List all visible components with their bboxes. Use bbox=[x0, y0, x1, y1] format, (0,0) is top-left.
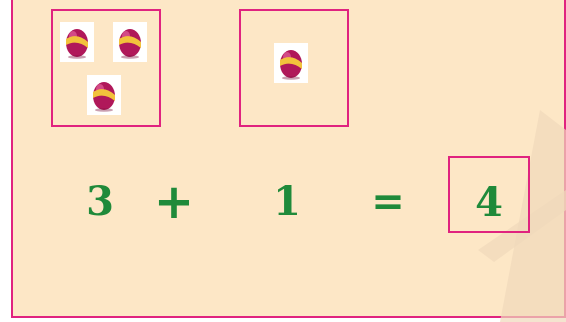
left-egg-group bbox=[51, 9, 161, 127]
right-egg-group bbox=[239, 9, 349, 127]
right-operand: 1 bbox=[273, 178, 301, 225]
left-operand: 3 bbox=[86, 178, 114, 225]
result-value: 4 bbox=[475, 179, 503, 226]
plus-sign: + bbox=[153, 174, 195, 230]
egg-icon bbox=[113, 22, 147, 62]
egg-icon bbox=[87, 75, 121, 115]
result-box: 4 bbox=[448, 156, 530, 233]
egg-icon bbox=[274, 43, 308, 83]
egg-icon bbox=[60, 22, 94, 62]
equals-sign: = bbox=[371, 179, 405, 225]
